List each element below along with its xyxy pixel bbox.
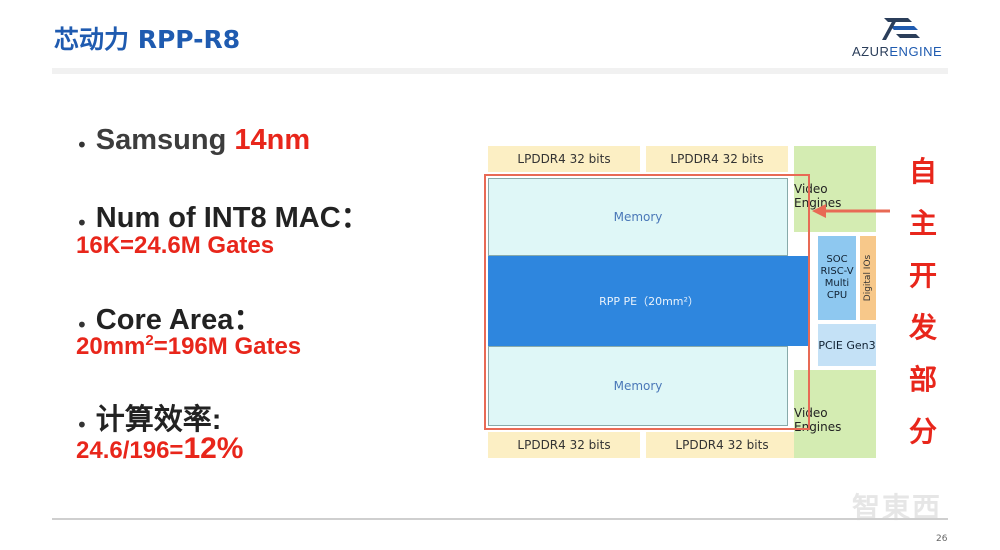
bullet-efficiency-value: 24.6/196=12% <box>76 432 243 466</box>
rpp-pe-block: RPP PE（20mm²） <box>488 256 810 346</box>
callout-char: 分 <box>908 415 937 448</box>
lpddr-bottom-right: LPDDR4 32 bits <box>646 432 798 458</box>
left-arrow-icon <box>812 204 890 218</box>
bullet-mac: • Num of INT8 MAC： <box>76 194 370 236</box>
bullet-process-label: Samsung <box>95 124 235 156</box>
callout-char: 自 <box>908 155 937 188</box>
memory-bottom: Memory <box>488 346 788 426</box>
azurengine-logo: AZURENGINE <box>852 16 948 66</box>
callout-char: 部 <box>908 363 937 396</box>
pcie-gen3: PCIE Gen3 <box>818 324 876 366</box>
bullet-core-area: • Core Area： <box>76 296 262 338</box>
logo-mark-icon <box>882 18 920 40</box>
logo-wordmark: AZURENGINE <box>852 44 942 59</box>
soc-riscv-cpu: SOC RISC-V Multi CPU <box>818 236 856 320</box>
slide-title: 芯动力 RPP-R8 <box>54 25 241 54</box>
efficiency-formula: 24.6/196= <box>76 437 184 464</box>
digital-ios: Digital IOs <box>860 236 876 320</box>
bullet-dot: • <box>76 412 88 437</box>
header-divider <box>52 68 948 74</box>
bullet-process-value: 14nm <box>234 124 311 156</box>
bullet-mac-label: Num of INT8 MAC： <box>95 202 370 234</box>
logo-text-azur: AZUR <box>852 44 890 59</box>
bullet-dot: • <box>76 312 88 337</box>
logo-text-engine: ENGINE <box>889 44 943 59</box>
video-engines-top: Video Engines <box>794 146 876 232</box>
core-area-sup: 2 <box>145 332 154 349</box>
lpddr-bottom-left: LPDDR4 32 bits <box>488 432 640 458</box>
bullet-core-area-label: Core Area： <box>95 304 263 336</box>
bullet-core-area-value: 20mm2=196M Gates <box>76 332 301 361</box>
bullet-process: • Samsung 14nm <box>76 124 310 157</box>
footer-divider <box>52 518 948 520</box>
page-number: 26 <box>936 534 948 544</box>
digital-ios-label: Digital IOs <box>863 254 874 302</box>
callout-char: 发 <box>908 311 937 344</box>
callout-char: 主 <box>908 207 937 240</box>
memory-top: Memory <box>488 178 788 256</box>
bullet-efficiency: • 计算效率: <box>76 396 221 438</box>
core-area-gates: =196M Gates <box>153 333 302 360</box>
bullet-mac-value: 16K=24.6M Gates <box>76 232 275 259</box>
video-engines-bottom: Video Engines <box>794 370 876 458</box>
bullet-dot: • <box>76 210 88 235</box>
bullet-efficiency-label: 计算效率: <box>95 404 222 436</box>
lpddr-top-left: LPDDR4 32 bits <box>488 146 640 172</box>
efficiency-percent: 12% <box>183 432 244 465</box>
watermark: 智東西 <box>852 491 943 524</box>
lpddr-top-right: LPDDR4 32 bits <box>646 146 788 172</box>
callout-self-developed: 自 主 开 发 部 分 <box>906 146 940 458</box>
custom-ip-highlight-box <box>484 174 810 430</box>
callout-char: 开 <box>908 259 937 292</box>
bullet-dot: • <box>76 132 88 157</box>
core-area-number: 20mm <box>76 333 146 360</box>
